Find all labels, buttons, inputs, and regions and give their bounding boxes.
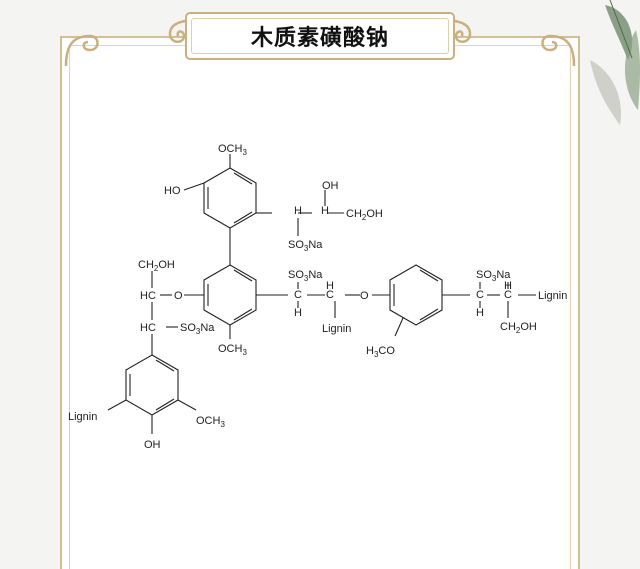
methoxy-label: H3CO xyxy=(366,345,395,359)
bond-lines xyxy=(107,154,536,434)
carbon-h-label: H xyxy=(504,280,512,292)
carbon-h-label: H xyxy=(294,205,302,217)
sulfonate-label: SO3Na xyxy=(180,322,215,336)
carbon-h-label: H xyxy=(326,280,334,292)
hydroxy-label: HO xyxy=(164,185,181,197)
ch2oh-label: CH2OH xyxy=(346,208,383,222)
scroll-ornament-icon xyxy=(168,18,201,43)
methoxy-label: OCH3 xyxy=(196,415,225,429)
carbon-h-label: HC xyxy=(140,322,156,334)
carbon-h-label: C xyxy=(504,289,512,301)
methoxy-label: OCH3 xyxy=(218,143,247,157)
sulfonate-label: SO3Na xyxy=(288,239,323,253)
content-card xyxy=(60,36,580,569)
scroll-ornament-icon xyxy=(541,34,576,67)
carbon-h-label: H xyxy=(294,307,302,319)
lignin-label: Lignin xyxy=(538,290,567,302)
lignosulfonate-structure-diagram: OCH3 HO H OH H CH2OH SO3Na SO3Na C H C H… xyxy=(68,143,567,451)
hydroxy-label: OH xyxy=(322,180,339,192)
ether-oxygen-label: O xyxy=(360,290,369,302)
ch2oh-label: CH2OH xyxy=(138,259,175,273)
lignin-label: Lignin xyxy=(68,411,97,423)
scroll-ornament-icon xyxy=(64,34,99,67)
carbon-h-label: C xyxy=(326,289,334,301)
scroll-ornament-icon xyxy=(439,18,472,43)
title-plate: 木质素磺酸钠 xyxy=(185,12,455,60)
leaf-decoration-icon xyxy=(590,0,640,125)
ether-oxygen-label: O xyxy=(174,290,183,302)
lignin-label: Lignin xyxy=(322,323,351,335)
page-title: 木质素磺酸钠 xyxy=(250,26,389,51)
carbon-h-label: C xyxy=(476,289,484,301)
sulfonate-label: SO3Na xyxy=(476,269,511,283)
carbon-h-label: C xyxy=(294,289,302,301)
methoxy-label: OCH3 xyxy=(218,343,247,357)
hydroxy-label: OH xyxy=(144,439,161,451)
carbon-h-label: H xyxy=(476,307,484,319)
sulfonate-label: SO3Na xyxy=(288,269,323,283)
ch2oh-label: CH2OH xyxy=(500,321,537,335)
carbon-h-label: HC xyxy=(140,290,156,302)
carbon-h-label: H xyxy=(321,205,329,217)
